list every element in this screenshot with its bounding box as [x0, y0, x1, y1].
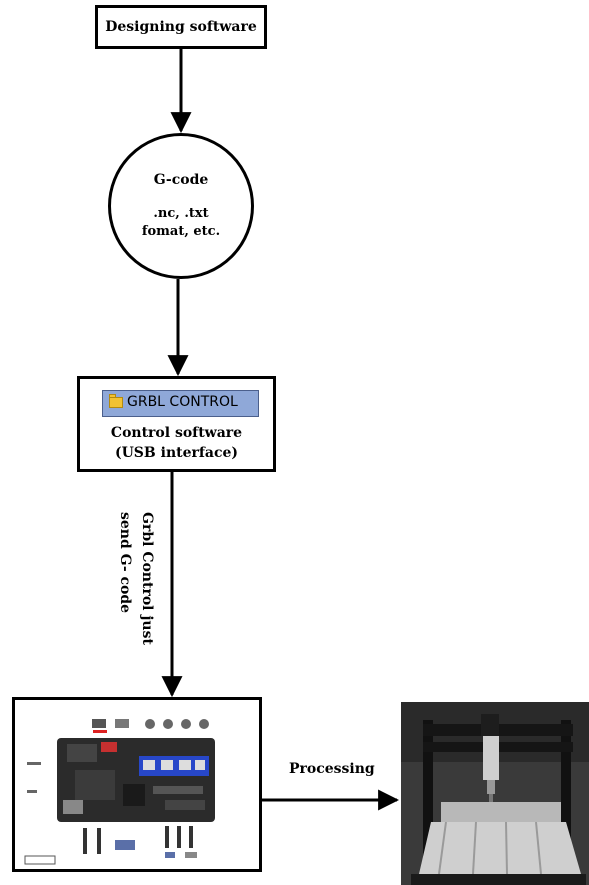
control-software-box: GRBL CONTROL Control software (USB inter…	[77, 376, 276, 472]
designing-software-label: Designing software	[105, 19, 257, 35]
folder-icon-tab	[109, 394, 116, 398]
gcode-node: G-code .nc, .txt fomat, etc.	[108, 133, 254, 279]
edge-label-container: Grbl Control just send G- code	[104, 512, 158, 662]
controller-board-image	[12, 697, 262, 872]
gcode-title: G-code	[153, 172, 209, 188]
cnc-machine-illustration	[401, 702, 589, 885]
edge-label-processing: Processing	[289, 761, 375, 777]
cnc-machine-photo	[401, 702, 589, 885]
folder-icon	[109, 397, 123, 408]
control-software-line1: Control software	[110, 425, 243, 441]
designing-software-box: Designing software	[95, 5, 267, 49]
grbl-control-label: GRBL CONTROL	[127, 394, 238, 410]
controller-board-illustration	[15, 700, 259, 869]
gcode-format-line2: fomat, etc.	[141, 224, 221, 239]
grbl-control-banner: GRBL CONTROL	[102, 390, 259, 417]
edge-label-send-gcode: Grbl Control just send G- code	[117, 512, 155, 645]
gcode-format-line1: .nc, .txt	[153, 206, 209, 221]
control-software-line2: (USB interface)	[114, 445, 239, 461]
